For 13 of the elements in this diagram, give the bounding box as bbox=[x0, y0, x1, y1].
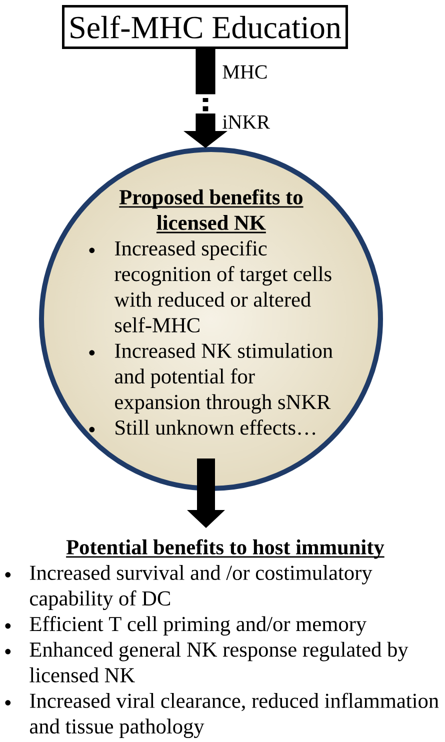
heading: Potential benefits to host immunity bbox=[66, 539, 384, 559]
list-item-text: Increased survival and /or costimulatory capability of DC bbox=[30, 565, 372, 610]
list-item-text: Enhanced general NK response regulated by licensed NK bbox=[30, 642, 408, 682]
title-box: Self-MHC Education bbox=[62, 5, 348, 49]
block-arrow bbox=[184, 49, 228, 148]
list-item-text: Efficient T cell priming and/or memory bbox=[30, 616, 366, 636]
block-arrow bbox=[187, 458, 225, 528]
list-item-text: Increased specific recognition of target cells with reduced or altered self-MHC bbox=[114, 240, 332, 332]
list-item-text: Increased NK stimulation and potential for expansion through sNKR bbox=[114, 343, 333, 414]
arrow-label: iNKR bbox=[222, 115, 270, 129]
list-item-text: Still unknown effects… bbox=[116, 420, 316, 435]
list-item-text: Increased viral clearance, reduced inflammation and tissue pathology bbox=[30, 692, 439, 738]
heading: Proposed benefits to licensed NK bbox=[119, 189, 304, 234]
